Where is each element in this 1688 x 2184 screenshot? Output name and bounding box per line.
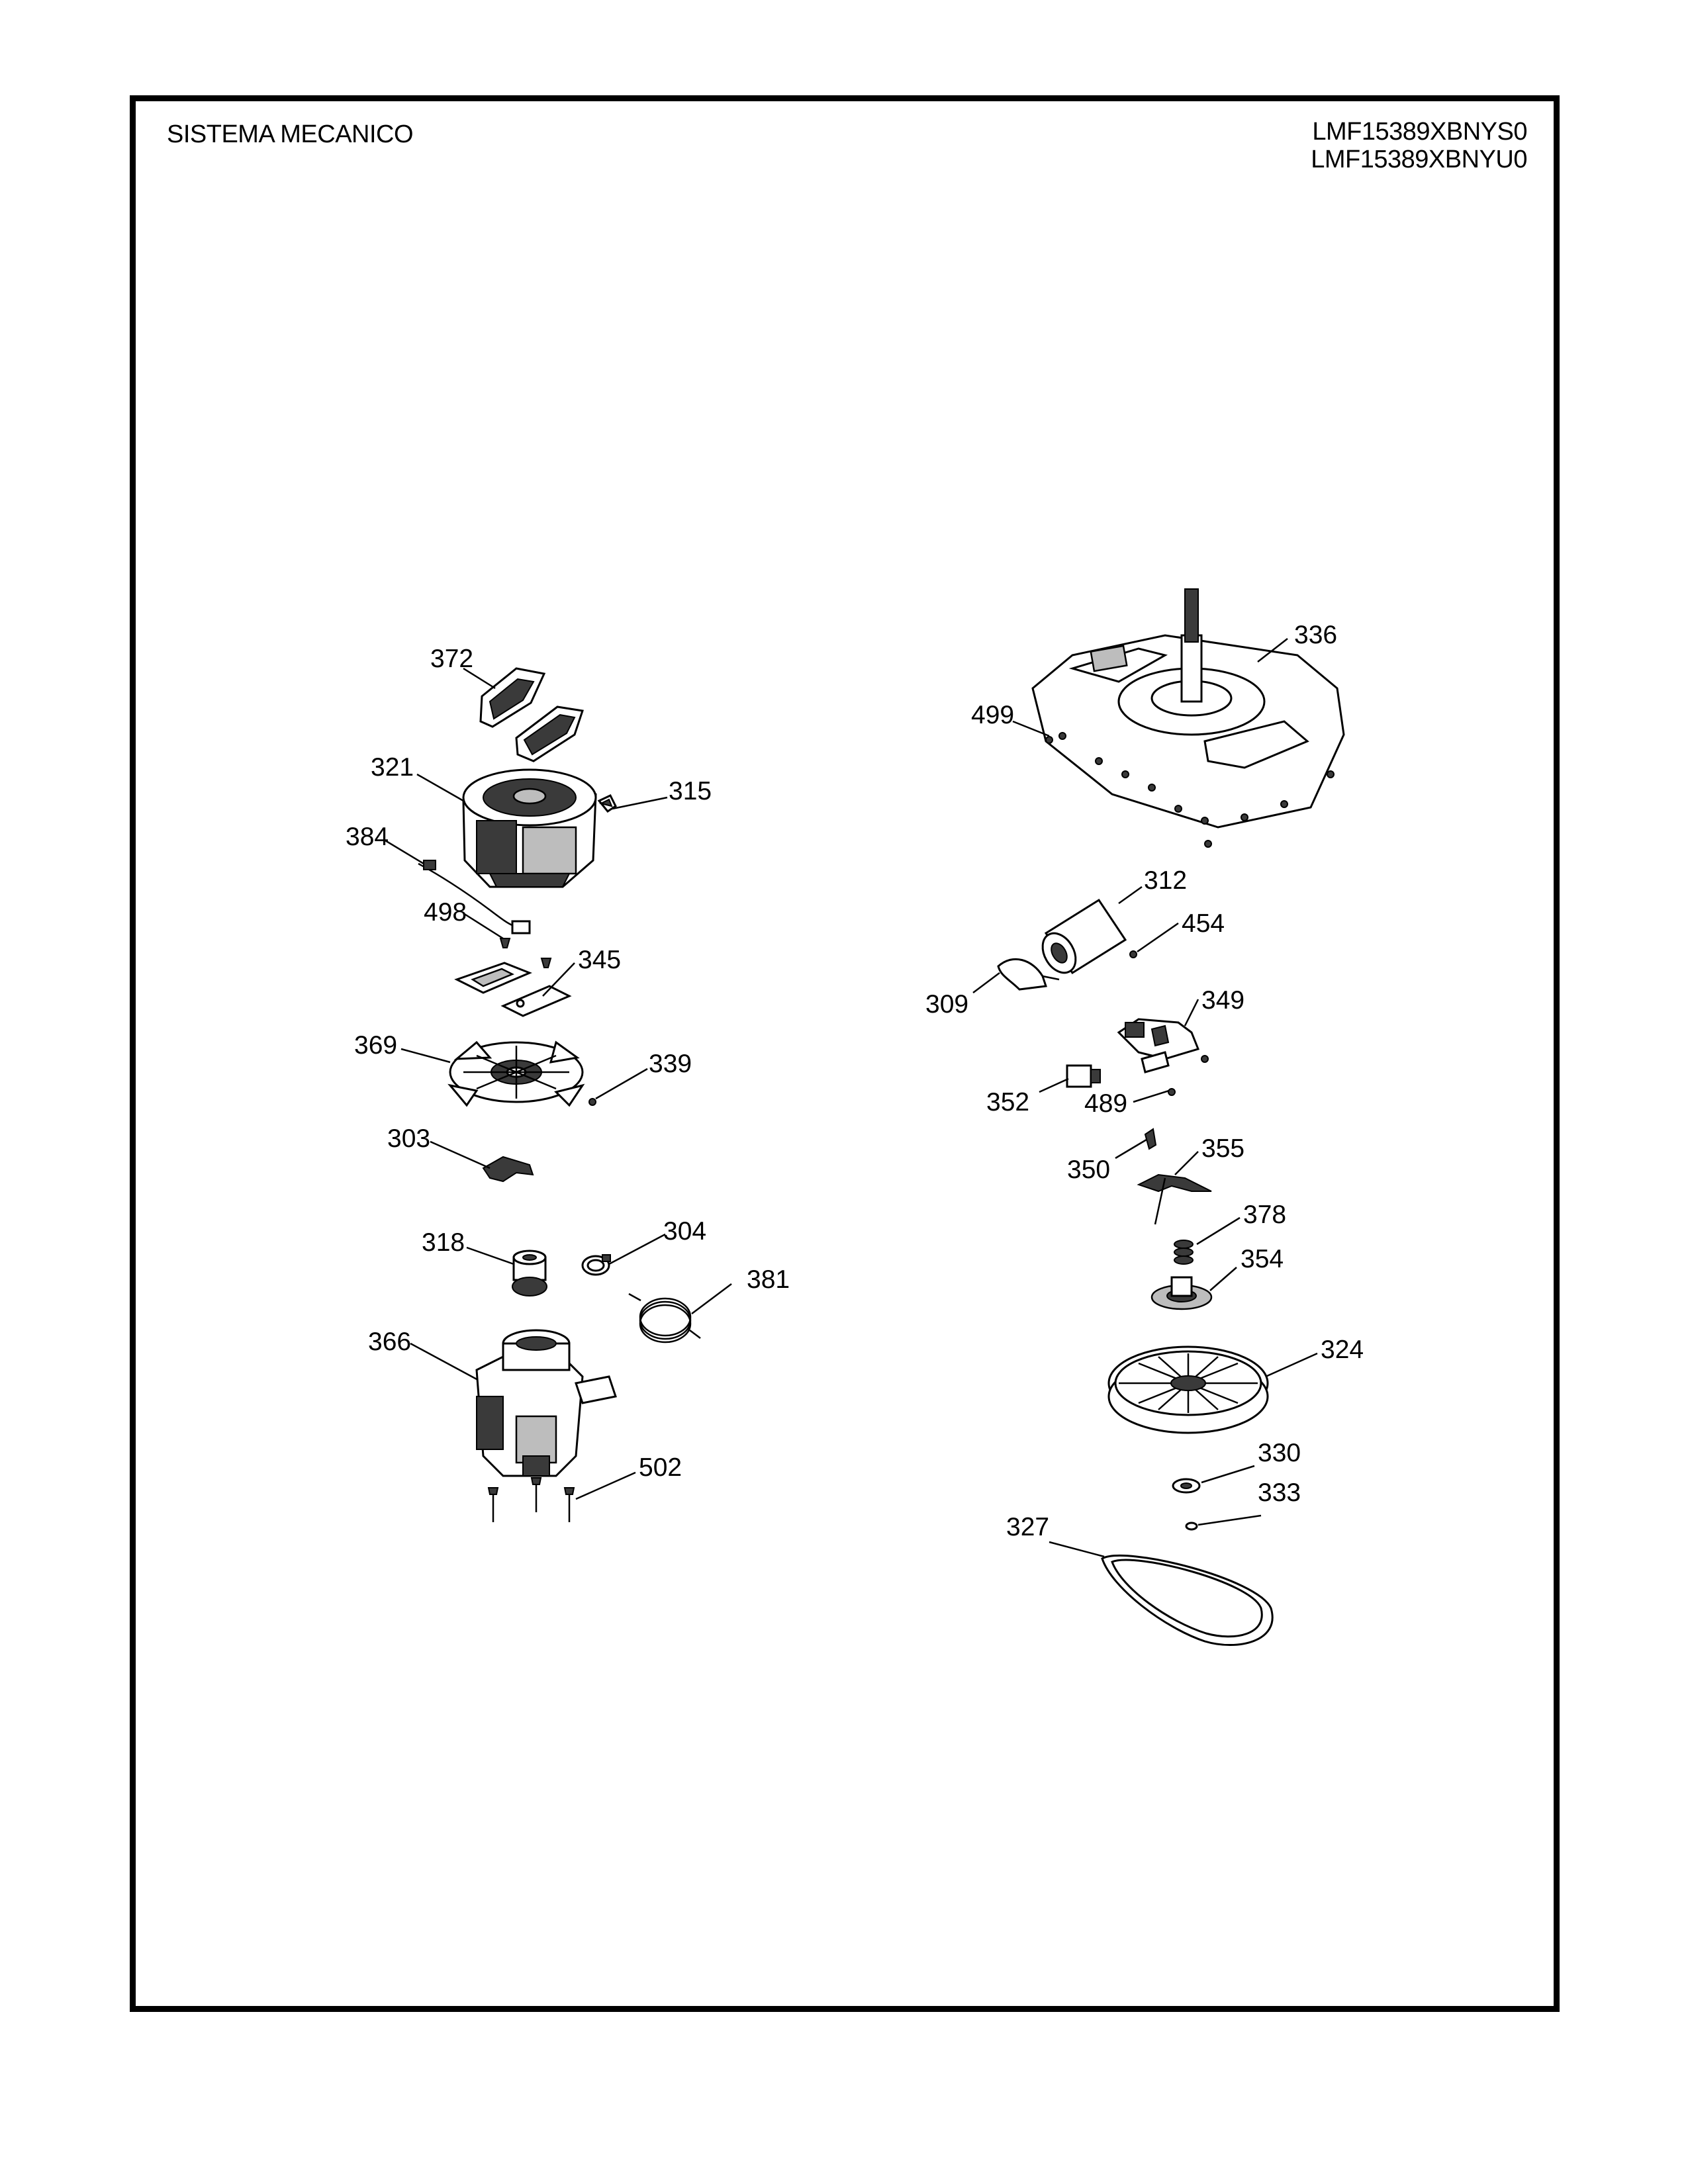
part-312	[1041, 898, 1127, 975]
part-309	[997, 958, 1060, 991]
drawing-frame	[130, 95, 1560, 2012]
part-336	[1031, 588, 1345, 829]
callout-350: 350	[1067, 1156, 1110, 1184]
model-numbers: LMF15389XBNYS0 LMF15389XBNYU0	[1311, 118, 1527, 173]
part-384	[418, 860, 531, 934]
callout-502: 502	[639, 1453, 682, 1482]
callout-312: 312	[1144, 866, 1187, 895]
callout-304: 304	[663, 1217, 706, 1246]
callout-372: 372	[430, 645, 473, 673]
callout-330: 330	[1258, 1439, 1301, 1467]
model-number: LMF15389XBNYS0	[1312, 118, 1527, 146]
callout-498: 498	[424, 898, 467, 927]
page-title: SISTEMA MECANICO	[167, 120, 414, 148]
part-324	[1107, 1345, 1269, 1434]
callout-349: 349	[1201, 986, 1244, 1015]
callout-336: 336	[1294, 621, 1337, 649]
part-327	[1101, 1554, 1274, 1646]
part-345	[454, 962, 572, 1017]
callout-339: 339	[649, 1050, 692, 1078]
callout-333: 333	[1258, 1479, 1301, 1507]
part-333	[1185, 1522, 1198, 1531]
part-378	[1174, 1240, 1194, 1265]
part-489	[1168, 1055, 1209, 1096]
callout-369: 369	[354, 1031, 397, 1060]
part-502	[487, 1477, 575, 1522]
part-372	[479, 667, 584, 762]
part-349	[1117, 1018, 1200, 1073]
part-354	[1150, 1276, 1213, 1310]
part-318	[512, 1250, 547, 1297]
part-454	[1129, 950, 1137, 958]
callout-321: 321	[371, 753, 414, 782]
part-303	[482, 1156, 534, 1183]
callout-355: 355	[1201, 1134, 1244, 1163]
part-366	[475, 1329, 617, 1477]
callout-366: 366	[368, 1328, 411, 1356]
part-350	[1144, 1128, 1157, 1150]
part-355	[1137, 1173, 1212, 1225]
callout-labels: 372 321 315 384 498 345 369 339 303 318 …	[346, 621, 1364, 1541]
part-498	[499, 938, 552, 968]
part-352	[1066, 1064, 1101, 1088]
leader-lines	[385, 638, 1318, 1558]
callout-324: 324	[1321, 1336, 1364, 1364]
callout-318: 318	[422, 1228, 465, 1257]
part-381	[628, 1293, 701, 1343]
part-304	[581, 1254, 611, 1276]
part-315	[597, 794, 617, 813]
callout-352: 352	[986, 1088, 1029, 1116]
part-369	[447, 1040, 585, 1107]
model-number: LMF15389XBNYU0	[1311, 146, 1527, 173]
callout-384: 384	[346, 823, 389, 851]
callout-378: 378	[1243, 1201, 1286, 1229]
part-339	[588, 1098, 596, 1106]
callout-381: 381	[747, 1265, 790, 1294]
part-321	[462, 768, 597, 888]
callout-354: 354	[1241, 1245, 1284, 1273]
callout-499: 499	[971, 701, 1014, 729]
callout-309: 309	[925, 990, 968, 1019]
callout-303: 303	[387, 1124, 430, 1153]
callout-315: 315	[669, 777, 712, 805]
callout-454: 454	[1182, 909, 1225, 938]
callout-489: 489	[1084, 1089, 1127, 1118]
part-330	[1172, 1478, 1201, 1494]
callout-345: 345	[578, 946, 621, 974]
callout-327: 327	[1006, 1513, 1049, 1541]
part-499	[1045, 732, 1335, 848]
